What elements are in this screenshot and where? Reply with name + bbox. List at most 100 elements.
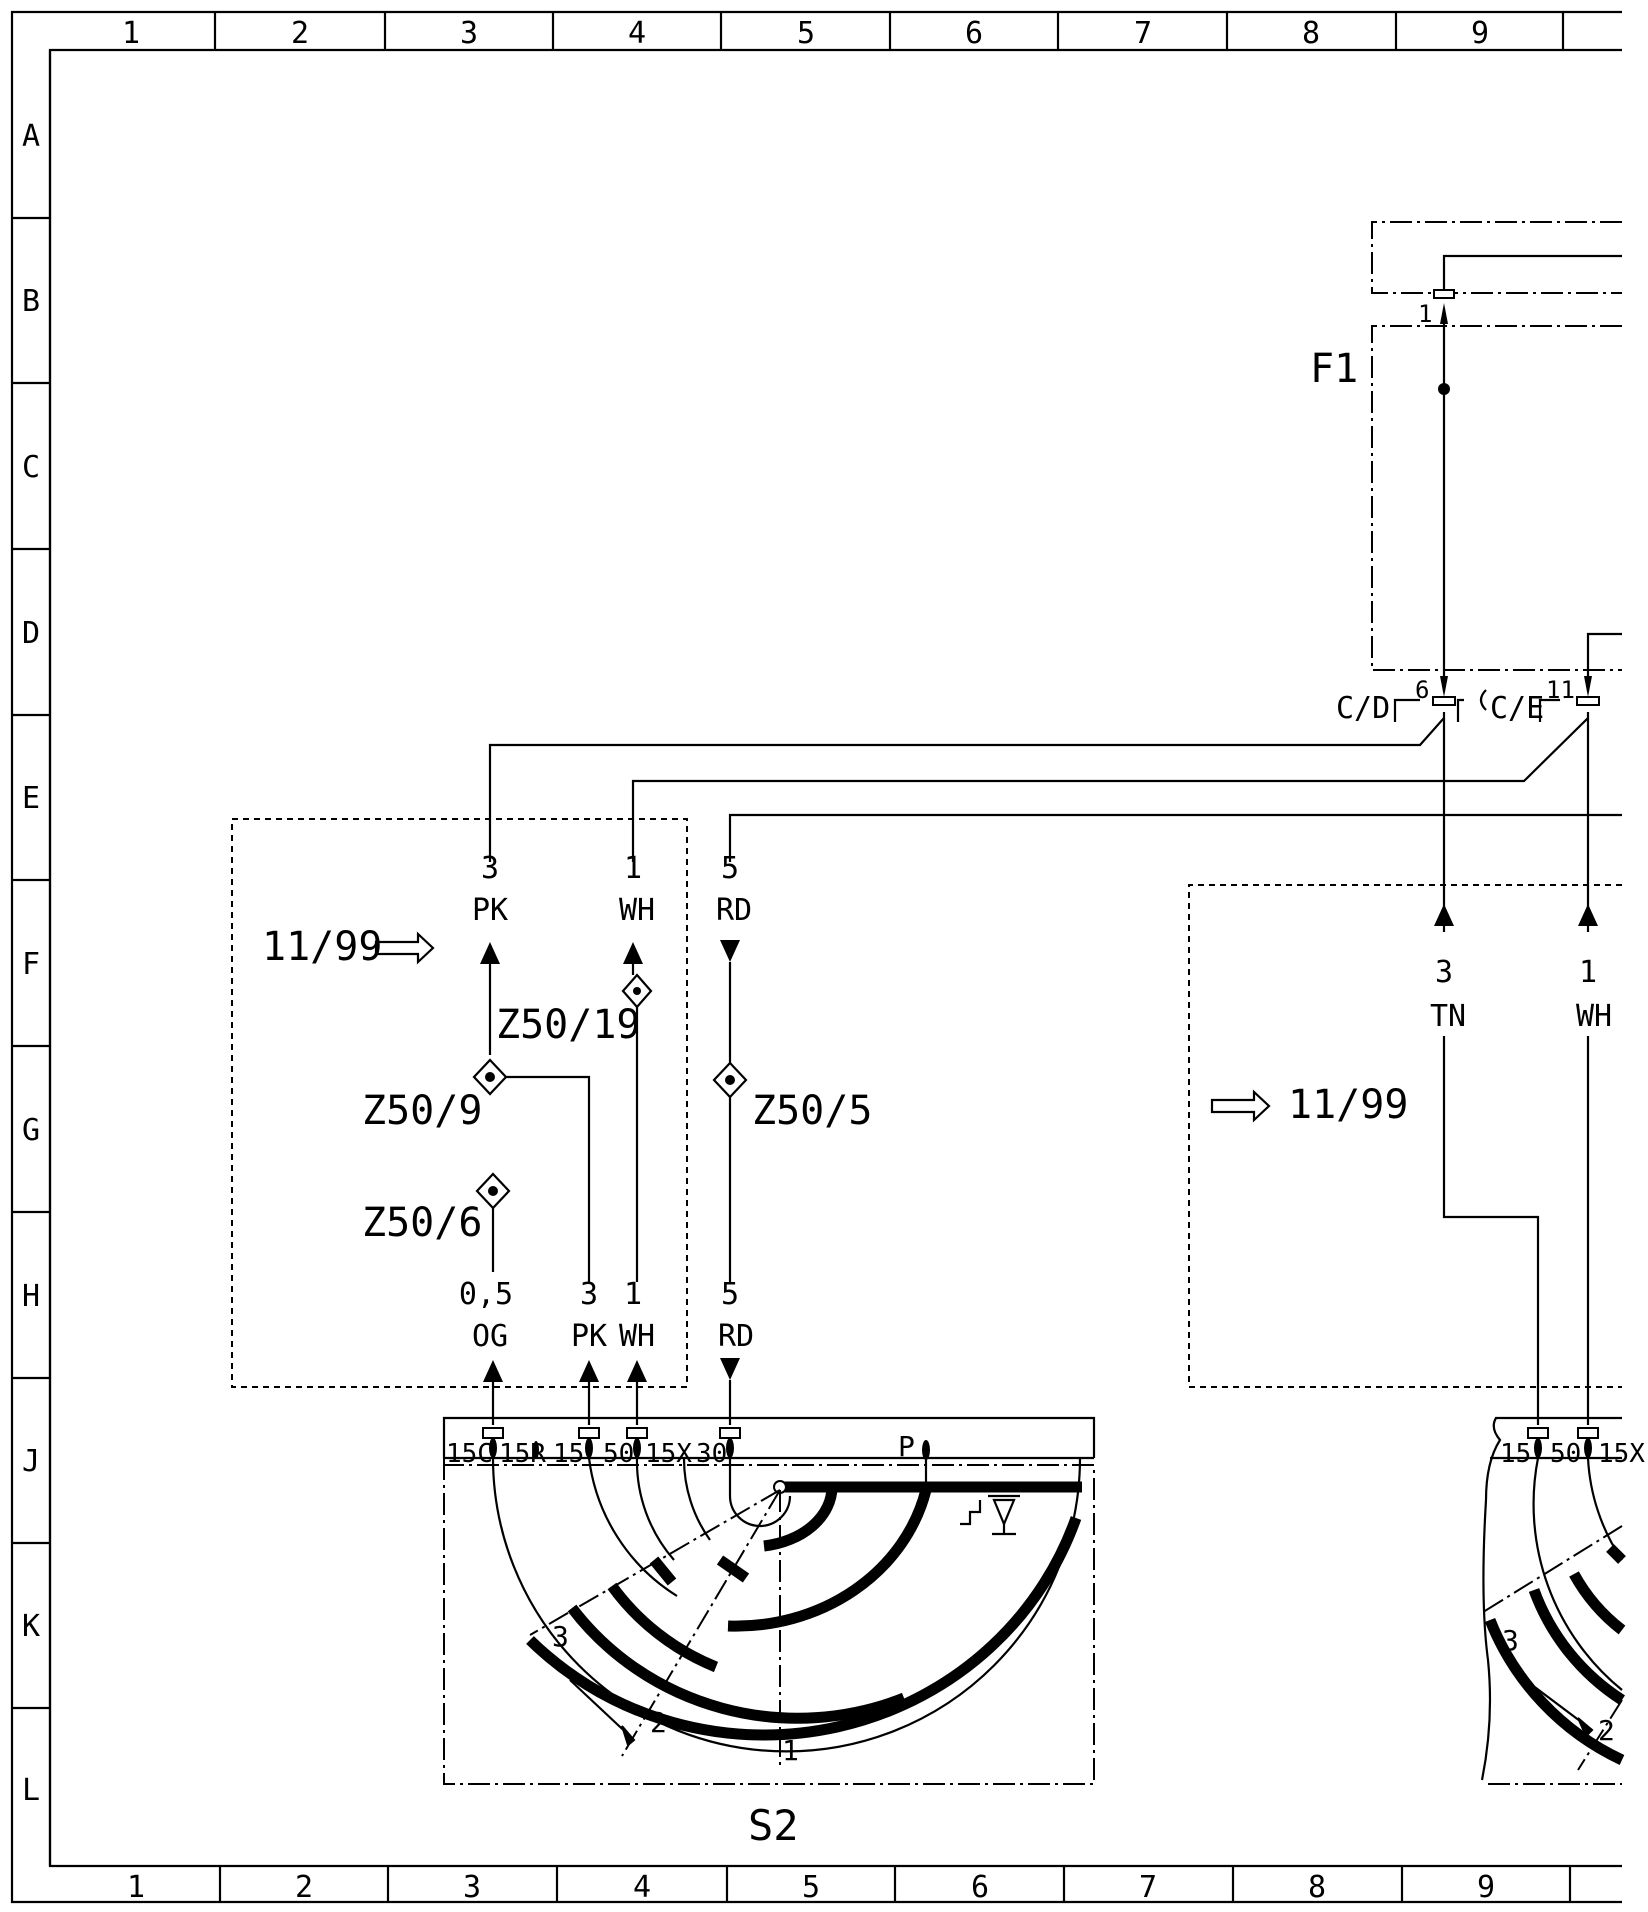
wire-color: OG <box>472 1319 508 1354</box>
column-label: 4 <box>633 1870 651 1905</box>
s2-terminal-label: 15C <box>446 1439 493 1469</box>
column-label: 2 <box>295 1870 313 1905</box>
splice-z50-19: Z50/19 <box>496 973 653 1282</box>
wire-color: PK <box>472 893 508 928</box>
upper-connector-arrows <box>480 940 740 1063</box>
wire-gauge: 5 <box>721 851 739 886</box>
splice-z50-6: Z50/6 <box>362 1172 511 1272</box>
column-label: 8 <box>1302 16 1320 51</box>
row-labels: A B C D E F G H J K L <box>22 119 40 1808</box>
f1-pin-label: 1 <box>1418 300 1432 328</box>
fuse-box-f1: F1 1 <box>1310 221 1622 676</box>
harness-wires <box>488 712 1622 932</box>
s2-terminal-blocks <box>482 1427 930 1460</box>
f1-plug-label: C/D <box>1336 691 1390 726</box>
upper-wire-labels: 3 PK 1 WH 5 RD <box>472 851 752 928</box>
column-labels-top: 1 2 3 4 5 6 7 8 9 <box>122 16 1489 51</box>
steering-lock-icon <box>960 1494 1020 1536</box>
wire-color: RD <box>716 893 752 928</box>
column-label: 5 <box>802 1870 820 1905</box>
s2-position-label: 2 <box>1598 1714 1615 1747</box>
column-label: 4 <box>628 16 646 51</box>
splice-z50-9: Z50/9 <box>362 1058 591 1282</box>
s2-terminal-label: 15X <box>1598 1439 1645 1469</box>
row-label: B <box>22 284 40 319</box>
row-label: F <box>22 947 40 982</box>
row-label: J <box>22 1444 40 1479</box>
arrow-right-icon <box>374 931 435 965</box>
splice-label: Z50/19 <box>496 1002 641 1048</box>
wire-color: TN <box>1430 999 1466 1034</box>
column-label: 6 <box>971 1870 989 1905</box>
version-marker: 11/99 <box>262 924 382 970</box>
left-variant-box: 11/99 <box>231 818 688 1388</box>
splice-label: Z50/9 <box>362 1088 482 1134</box>
wire-gauge: 5 <box>721 1277 739 1312</box>
column-label: 2 <box>291 16 309 51</box>
s2-position-label: 1 <box>782 1734 799 1767</box>
wire-gauge: 3 <box>1435 955 1453 990</box>
splice-label: Z50/6 <box>362 1200 482 1246</box>
s2-position-label: 3 <box>1502 1624 1519 1657</box>
column-label: 1 <box>122 16 140 51</box>
s2-terminal-label: 50 <box>603 1439 634 1469</box>
column-label: 7 <box>1139 1870 1157 1905</box>
arrow-right-icon <box>1210 1089 1271 1123</box>
wire-color: PK <box>571 1319 607 1354</box>
column-label: 3 <box>460 16 478 51</box>
s2-terminal-label: 15 <box>1500 1439 1531 1469</box>
s2-terminal-label: 30 <box>696 1439 727 1469</box>
wire-color: WH <box>619 1319 655 1354</box>
row-dividers <box>12 216 50 1710</box>
row-label: G <box>22 1113 40 1148</box>
row-label: L <box>22 1773 40 1808</box>
column-label: 9 <box>1477 1870 1495 1905</box>
column-labels-bottom: 1 2 3 4 5 6 7 8 9 <box>127 1870 1495 1905</box>
right-variant-box: 11/99 3 TN 1 WH <box>1188 884 1622 1425</box>
s2-terminal-label: 15 <box>553 1439 584 1469</box>
sheet-frame <box>10 10 1622 1904</box>
f1-connectors: C/D 6 C/E 11 <box>1336 676 1600 726</box>
row-label: H <box>22 1279 40 1314</box>
f1-pin-label: 6 <box>1415 676 1429 704</box>
splice-label: Z50/5 <box>752 1088 872 1134</box>
column-dividers <box>213 12 1572 1902</box>
s2-terminal-label: 15R <box>499 1439 546 1469</box>
f1-pin-label: 11 <box>1546 676 1575 704</box>
column-label: 7 <box>1134 16 1152 51</box>
column-label: 3 <box>463 1870 481 1905</box>
row-label: K <box>22 1609 40 1644</box>
row-label: C <box>22 450 40 485</box>
wire-gauge: 1 <box>624 851 642 886</box>
junction-dot <box>1438 383 1450 395</box>
wire-gauge: 3 <box>580 1277 598 1312</box>
splices: Z50/19 Z50/9 Z50/5 Z50/6 <box>362 973 872 1282</box>
f1-plug-label: C/E <box>1490 691 1544 726</box>
lower-connector-arrows <box>483 1358 740 1425</box>
column-label: 6 <box>965 16 983 51</box>
lower-wire-labels: 0,5 OG 3 PK 1 WH 5 RD <box>459 1277 754 1354</box>
wire-gauge: 3 <box>481 851 499 886</box>
s2-position-label: 3 <box>552 1620 569 1653</box>
wire-color: RD <box>718 1319 754 1354</box>
wire-gauge: 1 <box>1579 955 1597 990</box>
right-partial-switch: 15 50 15X 3 2 <box>1479 1416 1645 1785</box>
s2-position-label: 2 <box>650 1706 667 1739</box>
wire-color: WH <box>619 893 655 928</box>
s2-terminal-label: 50 <box>1550 1439 1581 1469</box>
column-label: 1 <box>127 1870 145 1905</box>
column-label: 9 <box>1471 16 1489 51</box>
column-label: 8 <box>1308 1870 1326 1905</box>
wire-gauge: 1 <box>624 1277 642 1312</box>
column-label: 5 <box>797 16 815 51</box>
row-label: D <box>22 616 40 651</box>
version-marker: 11/99 <box>1288 1082 1408 1128</box>
row-label: A <box>22 119 40 154</box>
s2-terminal-label: P <box>898 1430 915 1463</box>
wire-gauge: 0,5 <box>459 1277 513 1312</box>
row-label: E <box>22 781 40 816</box>
wire-color: WH <box>1576 999 1612 1034</box>
fuse-box-label: F1 <box>1310 346 1358 392</box>
